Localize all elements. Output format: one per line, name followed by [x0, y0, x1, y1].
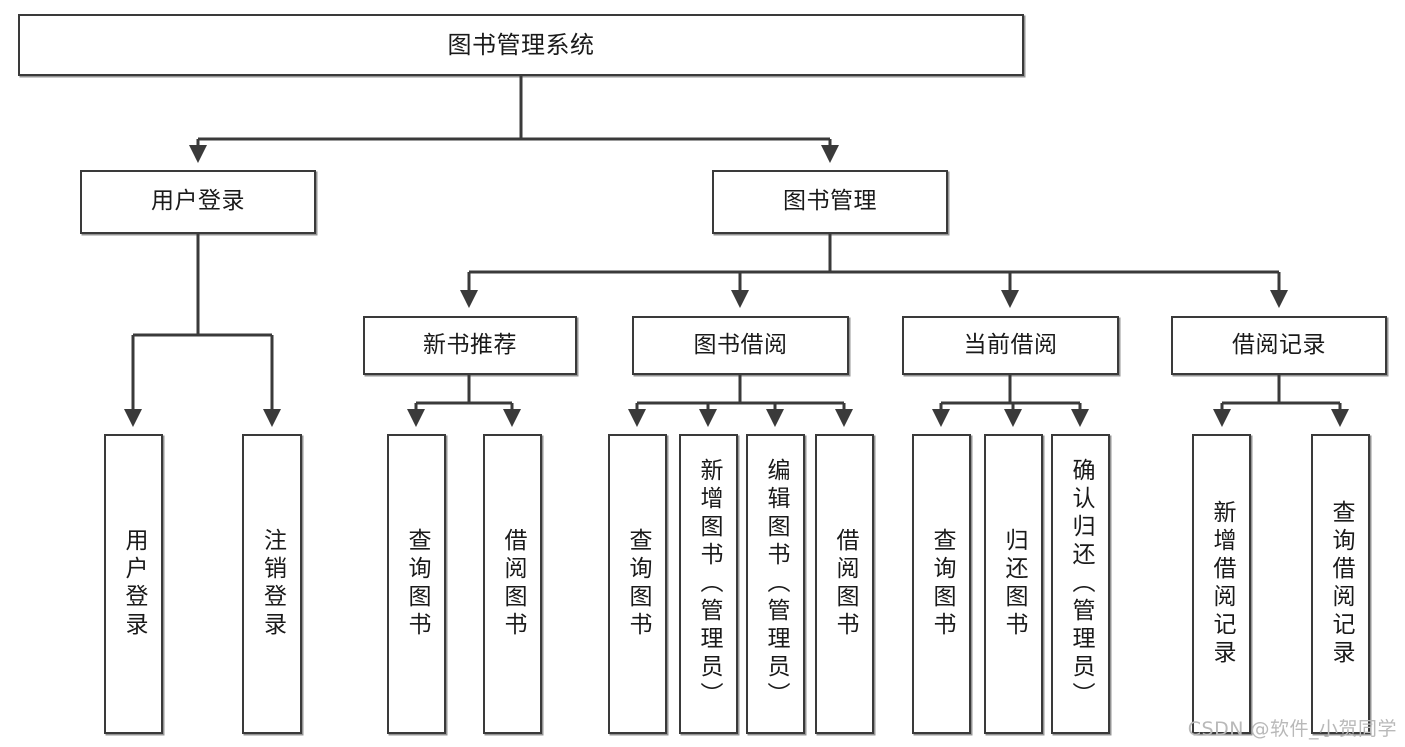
node-new-book-recommend[interactable]: 新书推荐: [363, 316, 577, 375]
node-leaf-confirm-return[interactable]: 确认归还（管理员）: [1051, 434, 1110, 734]
node-leaf-borrow-book-2[interactable]: 借阅图书: [815, 434, 874, 734]
node-root-system[interactable]: 图书管理系统: [18, 14, 1024, 76]
node-book-manage[interactable]: 图书管理: [712, 170, 948, 234]
node-label: 图书借阅: [693, 331, 788, 358]
csdn-watermark: CSDN @软件_小贺同学: [1187, 718, 1397, 740]
node-book-borrow[interactable]: 图书借阅: [632, 316, 849, 375]
node-leaf-query-record[interactable]: 查询借阅记录: [1311, 434, 1370, 734]
node-label: 查询图书: [625, 528, 651, 640]
node-borrow-record[interactable]: 借阅记录: [1171, 316, 1387, 375]
node-leaf-return-book[interactable]: 归还图书: [984, 434, 1043, 734]
node-label: 新增借阅记录: [1209, 500, 1235, 668]
node-label: 用户登录: [151, 188, 245, 215]
node-label: 用户登录: [121, 528, 147, 640]
node-label: 确认归还（管理员）: [1068, 458, 1094, 710]
node-label: 查询图书: [404, 528, 430, 640]
node-label: 查询借阅记录: [1328, 500, 1354, 668]
node-label: 新增图书（管理员）: [696, 458, 722, 710]
node-leaf-query-book-1[interactable]: 查询图书: [387, 434, 446, 734]
node-label: 图书管理: [783, 188, 877, 215]
node-leaf-add-record[interactable]: 新增借阅记录: [1192, 434, 1251, 734]
node-label: 新书推荐: [423, 331, 517, 358]
node-leaf-user-logout[interactable]: 注销登录: [242, 434, 302, 734]
node-label: 编辑图书（管理员）: [763, 458, 789, 710]
node-leaf-borrow-book-1[interactable]: 借阅图书: [483, 434, 542, 734]
node-leaf-query-book-2[interactable]: 查询图书: [608, 434, 667, 734]
node-leaf-edit-book[interactable]: 编辑图书（管理员）: [746, 434, 805, 734]
node-current-borrow[interactable]: 当前借阅: [902, 316, 1119, 375]
node-leaf-add-book[interactable]: 新增图书（管理员）: [679, 434, 738, 734]
node-label: 注销登录: [259, 528, 286, 640]
node-leaf-query-book-3[interactable]: 查询图书: [912, 434, 971, 734]
node-label: 图书管理系统: [447, 30, 595, 59]
node-label: 查询图书: [929, 528, 955, 640]
node-label: 借阅记录: [1232, 331, 1326, 358]
node-leaf-user-login[interactable]: 用户登录: [104, 434, 163, 734]
node-label: 归还图书: [1001, 528, 1027, 640]
node-label: 借阅图书: [832, 528, 858, 640]
node-label: 借阅图书: [500, 528, 526, 640]
node-user-login[interactable]: 用户登录: [80, 170, 316, 234]
node-label: 当前借阅: [963, 331, 1058, 358]
